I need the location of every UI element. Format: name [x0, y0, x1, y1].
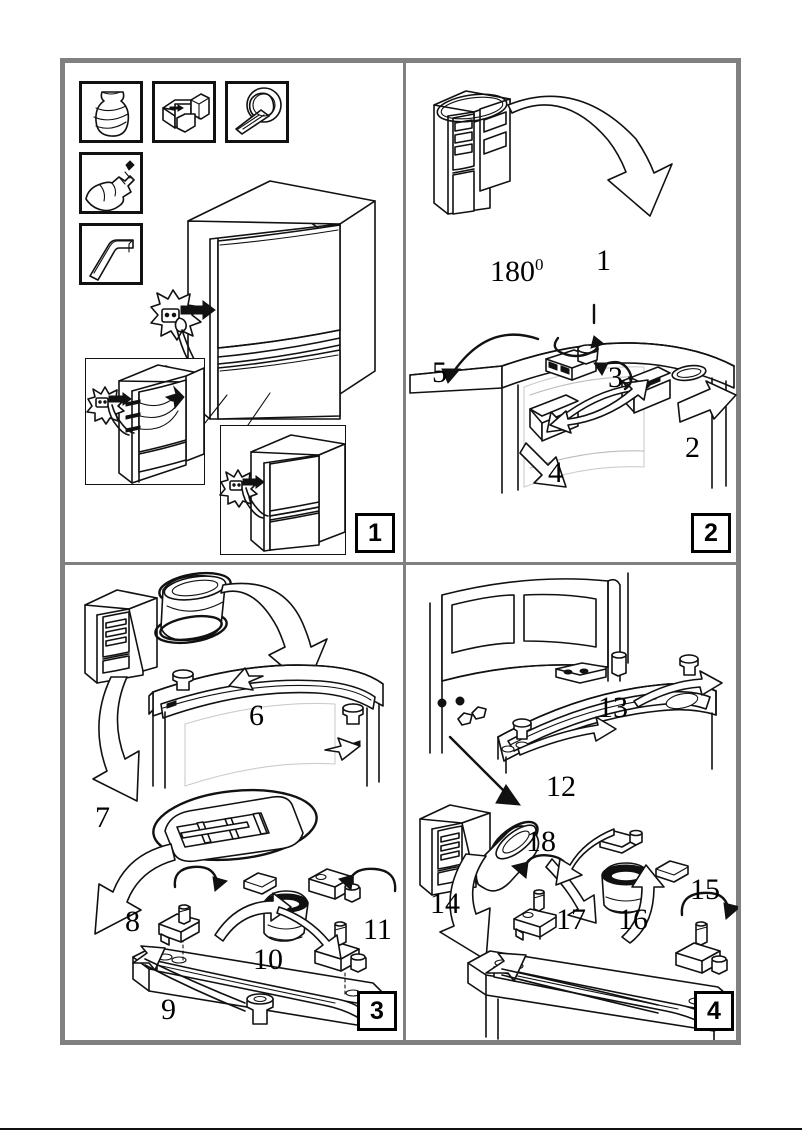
hinge-bracket-right-top [308, 868, 361, 903]
tool-box-cloth [79, 81, 143, 143]
panel-3: 6 7 8 9 10 11 3 [65, 565, 403, 1040]
step-label-3: 3 [608, 361, 623, 394]
panel-1-badge: 1 [355, 513, 395, 553]
top-cover-panel-reversed [497, 654, 723, 774]
step-label-6: 6 [249, 699, 264, 732]
hex-key-icon [89, 239, 134, 281]
wrench-socket-icon [162, 93, 210, 133]
hinge-bracket-17 [513, 889, 557, 941]
step-label-8: 8 [125, 905, 140, 938]
arrow-to-bushing [214, 892, 292, 942]
panel-2-badge: 2 [691, 513, 731, 553]
arrow-step-16-up [621, 864, 665, 944]
arrow-plate-down [94, 843, 176, 935]
vertical-divider [403, 63, 406, 1040]
tool-box-phillips-screwdriver [79, 152, 143, 214]
bushing-cap-16 [601, 862, 651, 914]
step-label-2: 2 [685, 431, 700, 464]
fridge-with-cover-callout [84, 589, 158, 684]
panel-3-badge: 3 [357, 991, 397, 1031]
lower-rail-assembly [132, 938, 386, 1028]
arrow-cap-place [555, 828, 615, 886]
tool-box-wrench-socket [152, 81, 216, 143]
refrigerator-front-view [187, 180, 376, 420]
rotation-arrow-15 [680, 891, 738, 920]
refrigerator-front-small [219, 434, 346, 552]
top-cover-panel [148, 664, 384, 789]
cloth-icon [93, 91, 130, 137]
step-label-12: 12 [546, 770, 576, 803]
panel-1: 1 [65, 63, 403, 562]
rotation-arrow-11 [338, 867, 397, 893]
hinge-bracket-8 [158, 904, 200, 946]
cover-placement-arrow [220, 582, 328, 688]
tool-box-flat-screwdriver [225, 81, 289, 143]
step-label-9: 9 [161, 993, 176, 1026]
step-label-11: 11 [363, 913, 392, 946]
step-label-1: 1 [596, 244, 611, 277]
curved-down-arrow [507, 95, 673, 217]
step-label-7: 7 [95, 801, 110, 834]
arrow-step-12 [448, 735, 522, 806]
step-label-16: 16 [618, 903, 648, 936]
rotation-arrow-8 [173, 865, 229, 892]
step-label-14: 14 [430, 887, 460, 920]
control-plate [152, 788, 318, 863]
cover-piece-tilted [475, 820, 540, 892]
ghost-bracket [243, 872, 277, 895]
tool-box-hex-key [79, 223, 143, 285]
flat-screwdriver-icon [235, 87, 282, 135]
panel-2: 1800 1 2 3 4 5 2 [406, 63, 738, 562]
panel-4: 12 13 14 15 16 17 18 4 [406, 565, 738, 1040]
step-label-10: 10 [253, 943, 283, 976]
cabinet-front-with-hinge [429, 572, 629, 754]
step-label-17: 17 [556, 903, 586, 936]
page-bottom-rule [0, 1128, 802, 1130]
inset-rear-unplug [85, 358, 205, 485]
hinge-bracket-15 [675, 921, 728, 975]
refrigerator-door-open-small [433, 90, 511, 215]
inset-connector-lines [204, 392, 271, 426]
inset-front-unplug [219, 425, 346, 555]
phillips-screwdriver-icon [85, 160, 135, 212]
step-label-4: 4 [548, 456, 563, 489]
angle-label-180: 1800 [490, 255, 544, 288]
panel-4-badge: 4 [694, 991, 734, 1031]
unplug-warning-burst [150, 289, 216, 376]
top-cover-highlight [154, 571, 232, 645]
arrow-bushing-to-bracket [276, 906, 342, 960]
horizontal-divider [65, 562, 736, 565]
diagram-frame: 1 [60, 58, 741, 1045]
step-label-15: 15 [690, 873, 720, 906]
arrow-step-7 [92, 676, 140, 802]
step-label-5: 5 [432, 356, 447, 389]
refrigerator-rear-view [86, 364, 205, 484]
step-label-13: 13 [598, 691, 628, 724]
top-hinge-detail [409, 303, 737, 494]
step-label-18: 18 [526, 825, 556, 858]
